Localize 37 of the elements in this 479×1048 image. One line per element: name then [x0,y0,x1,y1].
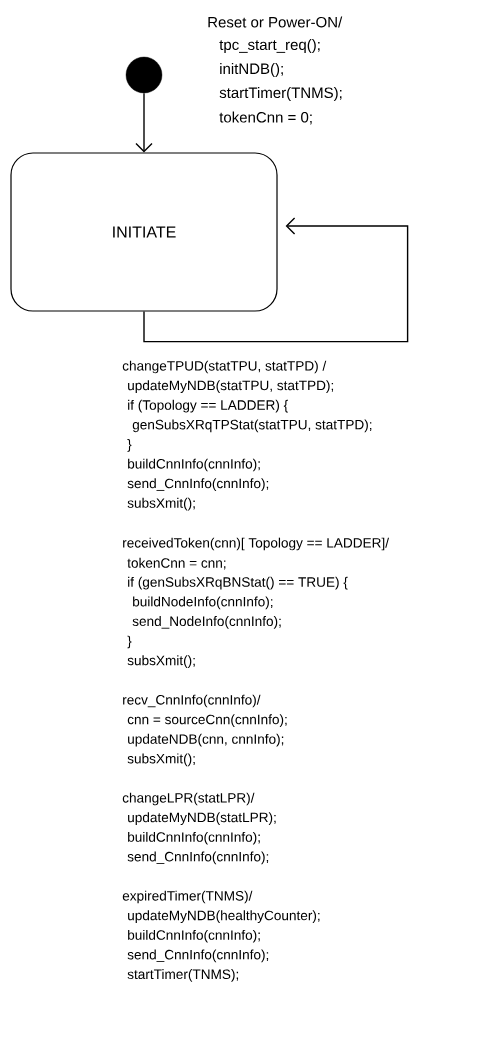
code-line: startTimer(TNMS); [219,87,342,101]
code-line: updateMyNDB(statLPR); [128,812,276,825]
code-line: Reset or Power-ON/ [208,16,343,28]
code-line: if (Topology == LADDER) { [128,399,288,413]
code-line: startTimer(TNMS); [127,969,239,982]
code-line: send_CnnInfo(cnnInfo); [127,478,269,491]
code-line: send_CnnInfo(cnnInfo); [127,851,269,865]
code-line: expiredTimer(TNMS)/ [122,890,253,904]
code-line: if (genSubsXRqBNStat() == TRUE) { [128,576,348,590]
code-line: buildCnnInfo(cnnInfo); [128,929,260,943]
code-line: changeTPUD(statTPU, statTPD) / [122,360,327,374]
code-line: recv_CnnInfo(cnnInfo)/ [123,694,261,708]
code-line: send_CnnInfo(cnnInfo); [127,949,269,963]
code-line: } [127,439,132,452]
code-line: changeLPR(statLPR)/ [122,792,255,806]
state-box: INITIATE [10,152,278,312]
code-line: initNDB(); [220,63,283,77]
code-line: buildCnnInfo(cnnInfo); [128,831,260,845]
code-line: send_NodeInfo(cnnInfo); [132,616,281,629]
code-line: updateMyNDB(statTPU, statTPD); [128,380,334,393]
code-line: buildCnnInfo(cnnInfo); [128,458,260,472]
arrow [135,92,153,153]
initial-state-dot [125,56,163,94]
arrow [143,217,409,343]
code-line: } [127,635,132,649]
code-line: subsXmit(); [127,497,195,511]
code-line: tokenCnn = cnn; [127,557,226,570]
code-line: genSubsXRqTPStat(statTPU, statTPD); [132,419,372,433]
code-line: cnn = sourceCnn(cnnInfo); [127,714,287,727]
code-line: receivedToken(cnn)[ Topology == LADDER]/ [123,537,389,551]
code-line: updateNDB(cnn, cnnInfo); [128,733,284,747]
code-line: tpc_start_req(); [219,39,320,53]
code-line: subsXmit(); [127,753,195,767]
code-line: buildNodeInfo(cnnInfo); [133,596,273,610]
code-line: tokenCnn = 0; [219,111,312,125]
code-line: subsXmit(); [127,655,195,668]
code-line: updateMyNDB(healthyCounter); [128,910,320,923]
